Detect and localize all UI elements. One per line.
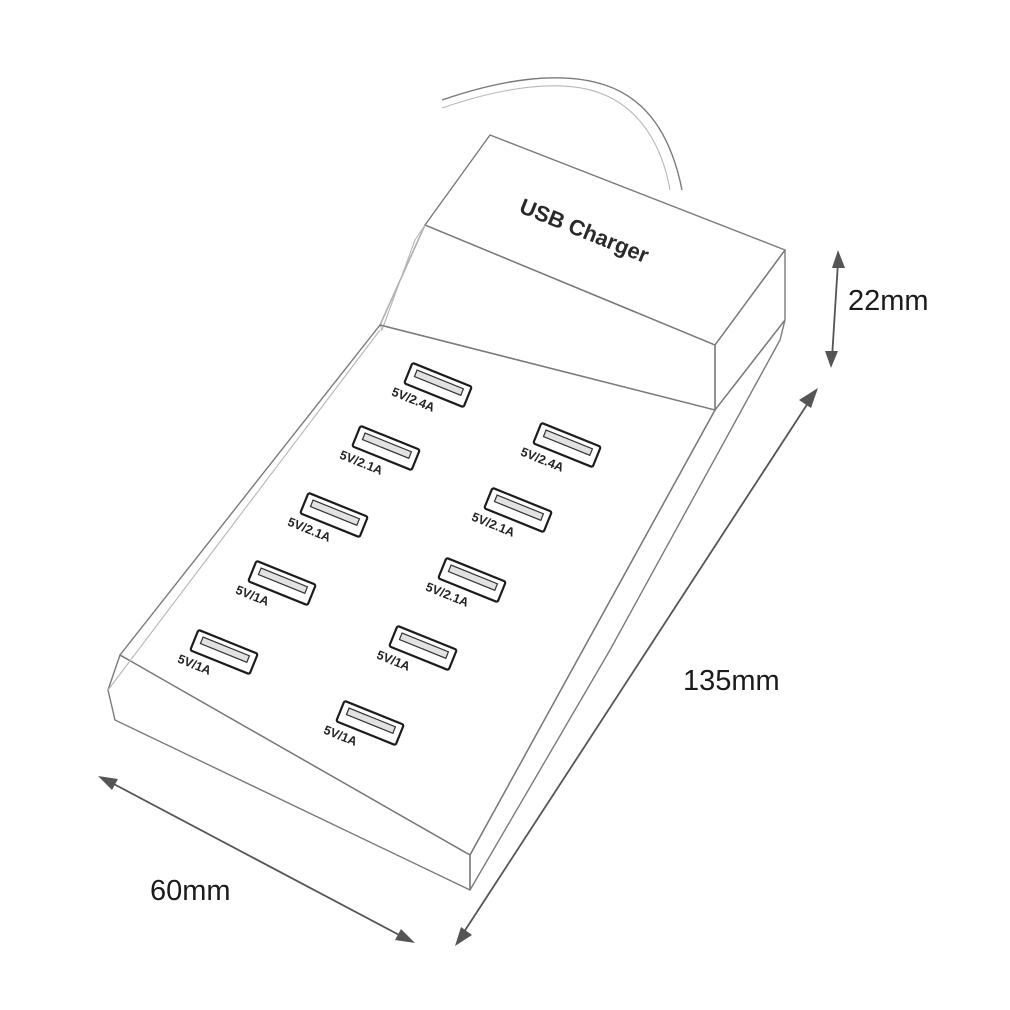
arrow-head-icon — [395, 929, 415, 943]
arrow-head-icon — [825, 351, 838, 368]
width-dimension-label: 60mm — [150, 875, 231, 907]
width-dimension: 60mm — [98, 776, 415, 943]
width-arrow-line — [109, 781, 404, 938]
power-cable — [441, 77, 683, 191]
usb-port[interactable]: 5V/2.1A — [338, 423, 421, 488]
usb-port[interactable]: 5V/2.4A — [390, 360, 473, 425]
usb-port-grid: 5V/2.4A 5V/2.4A 5V/2.1A 5V/2.1A 5V/2.1A … — [176, 360, 602, 763]
arrow-head-icon — [455, 927, 472, 946]
usb-port[interactable]: 5V/1A — [176, 627, 259, 692]
height-dimension-label: 22mm — [848, 285, 929, 317]
usb-port[interactable]: 5V/2.1A — [424, 555, 507, 620]
brand-label: USB Charger — [516, 193, 653, 268]
length-dimension-label: 135mm — [683, 665, 780, 697]
charger-body — [107, 319, 786, 891]
usb-port[interactable]: 5V/2.1A — [286, 490, 369, 555]
arrow-head-icon — [98, 776, 118, 790]
usb-port[interactable]: 5V/1A — [234, 558, 317, 623]
usb-port[interactable]: 5V/1A — [375, 623, 458, 688]
height-arrow-line — [831, 261, 839, 359]
usb-port[interactable]: 5V/2.1A — [470, 485, 553, 550]
height-dimension: 22mm — [825, 250, 929, 368]
charger-top-block — [379, 134, 786, 411]
arrow-head-icon — [832, 250, 845, 268]
length-dimension: 135mm — [455, 388, 818, 946]
usb-port[interactable]: 5V/1A — [322, 698, 405, 763]
arrow-head-icon — [799, 388, 818, 408]
usb-port[interactable]: 5V/2.4A — [519, 420, 602, 485]
length-arrow-line — [461, 399, 811, 936]
